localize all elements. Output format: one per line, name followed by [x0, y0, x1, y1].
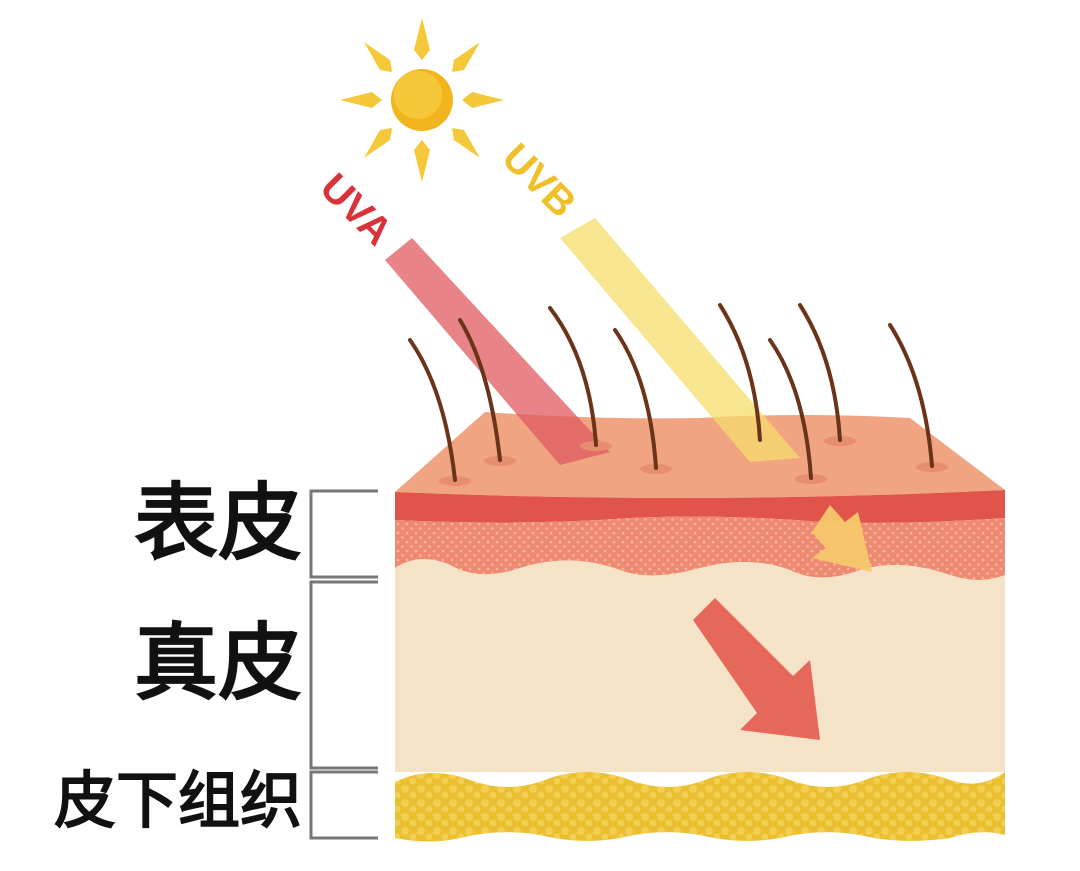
uvb-label: UVB	[494, 135, 585, 226]
subcutaneous-label: 皮下组织	[54, 764, 302, 837]
sun-icon	[340, 18, 504, 182]
dermis-layer	[395, 559, 1005, 772]
hairs	[408, 303, 948, 486]
uvb-arrow-icon	[812, 505, 872, 572]
skin-surface	[395, 412, 1005, 499]
uvb-beam	[560, 218, 800, 462]
uva-arrow-icon	[693, 598, 820, 740]
layer-brackets	[309, 489, 378, 840]
epidermis-label: 表皮	[134, 474, 302, 572]
uva-label: UVA	[312, 165, 401, 254]
uva-beam	[385, 238, 610, 465]
dermis-label: 真皮	[134, 614, 302, 712]
epidermis-band	[395, 490, 1005, 523]
